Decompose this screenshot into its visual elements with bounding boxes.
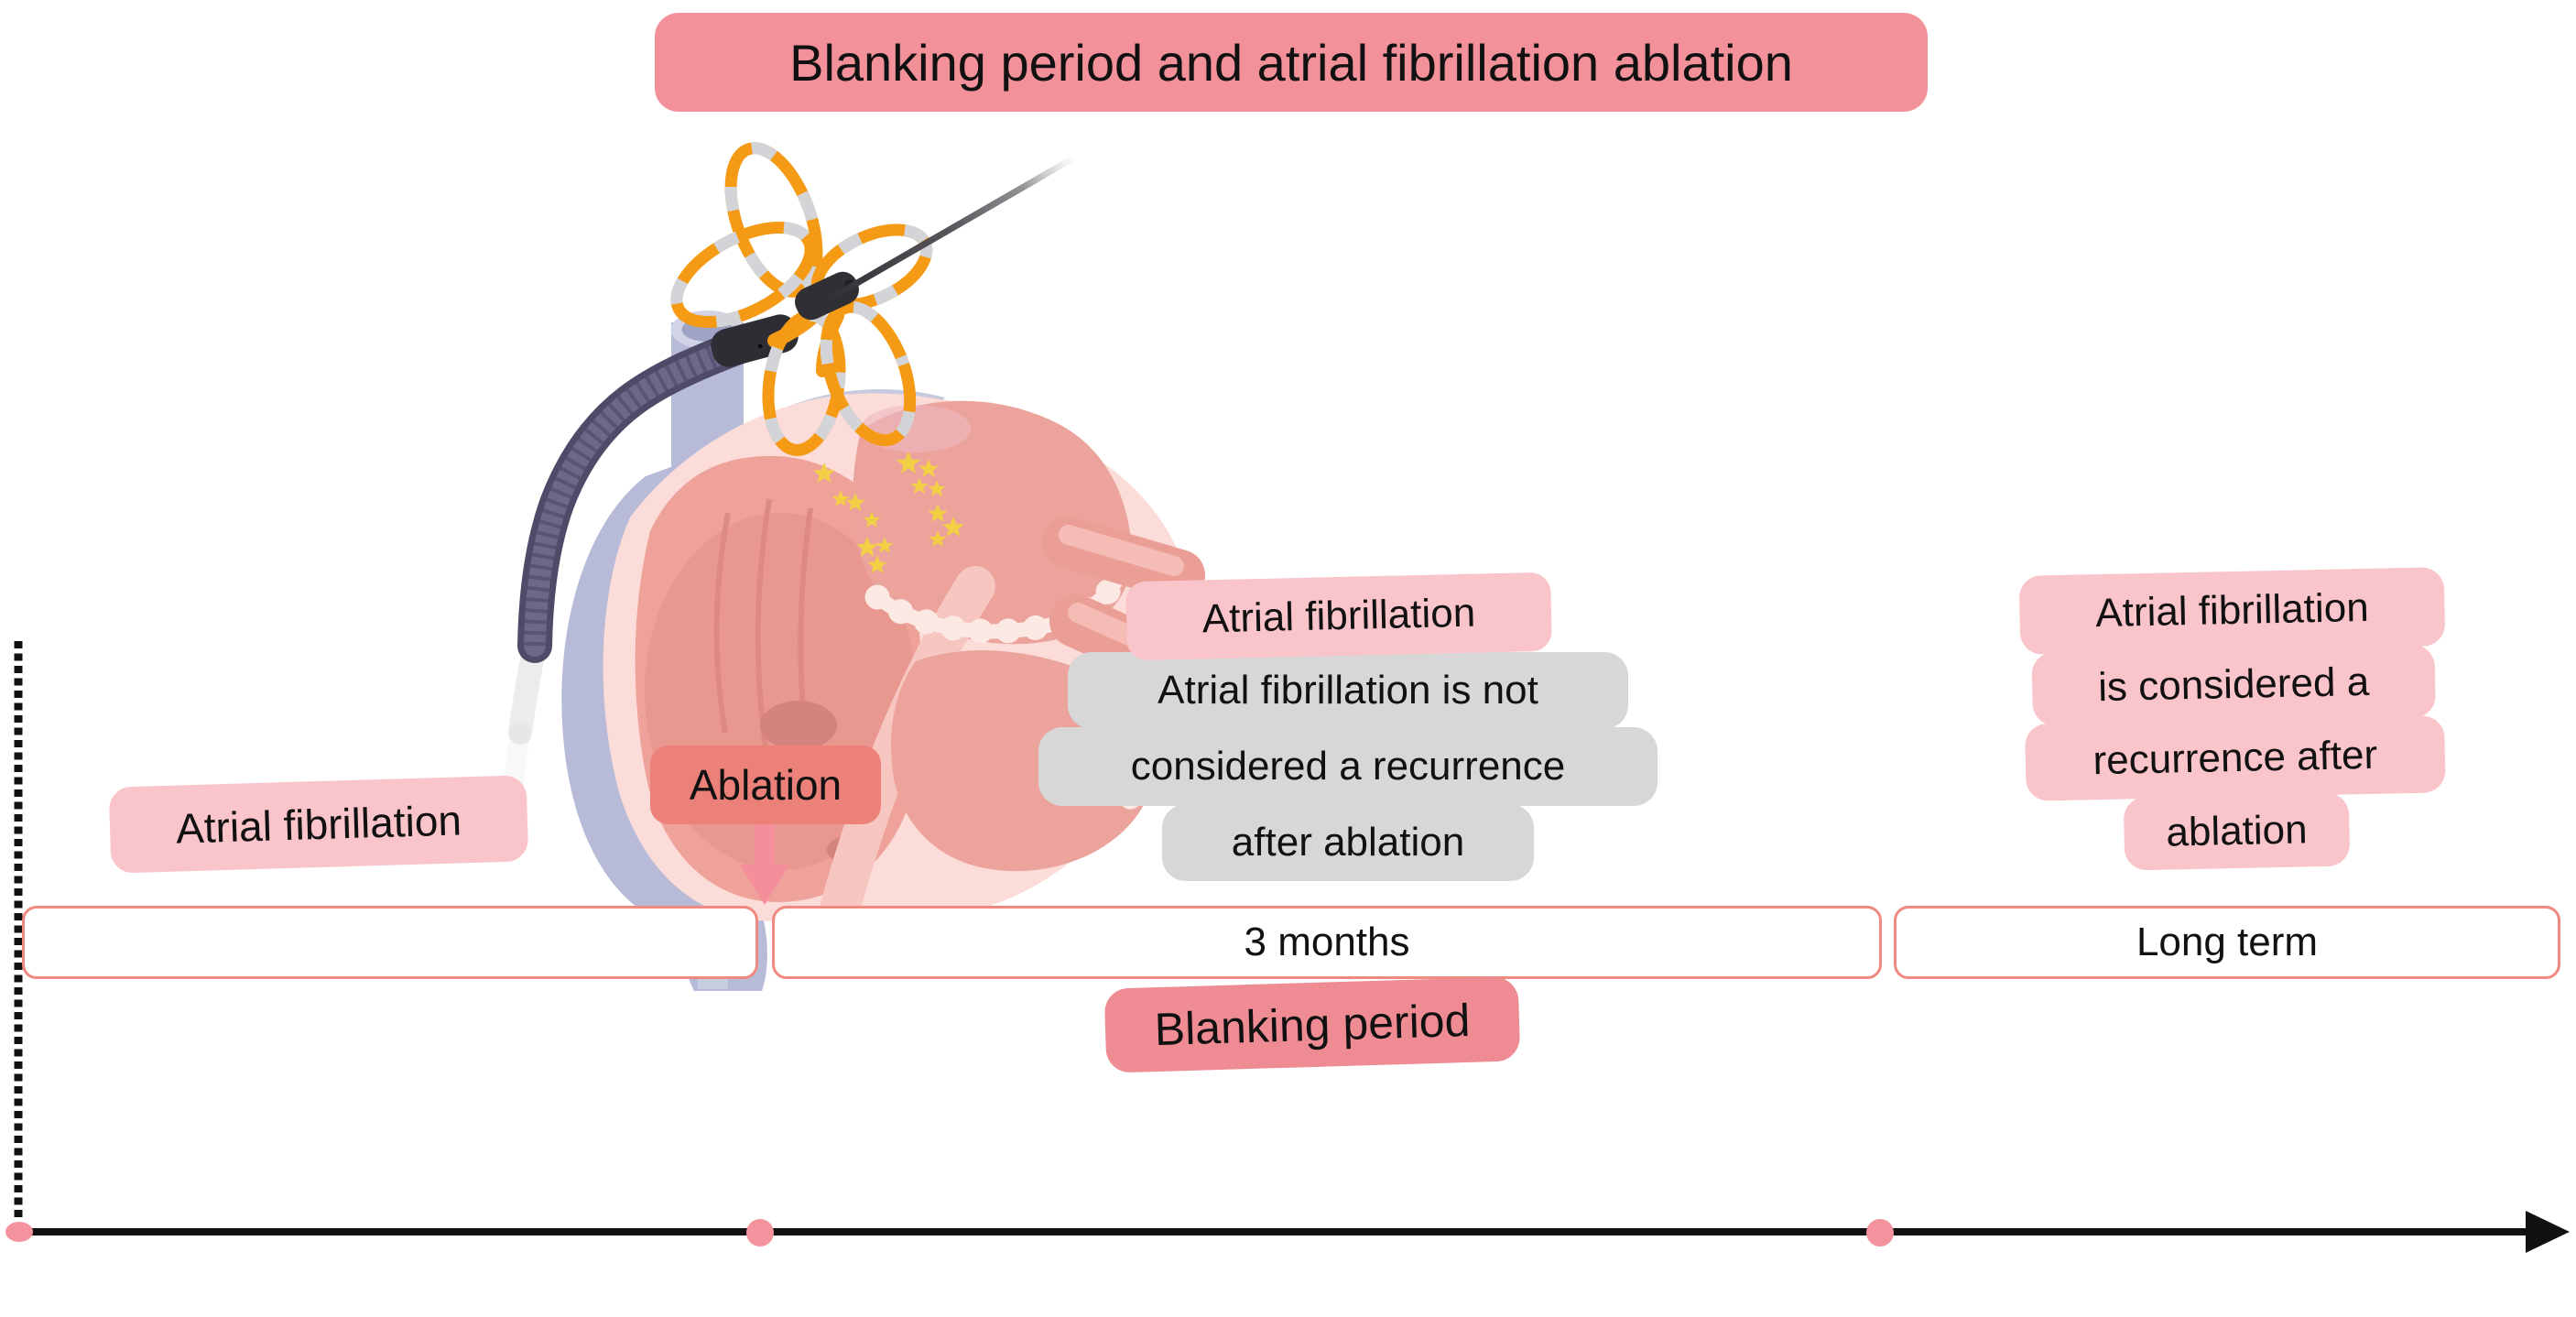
label-atrial-fibrillation-pre-text: Atrial fibrillation	[175, 796, 462, 853]
label-blanking-period: Blanking period	[1103, 976, 1521, 1073]
timeline-segment-pre	[22, 906, 758, 979]
label-ablation-text: Ablation	[689, 761, 842, 809]
note-line: is considered a	[2031, 644, 2436, 726]
timeline-segment-long-term: Long term	[1894, 906, 2560, 979]
label-atrial-fibrillation-blanking-text: Atrial fibrillation	[1201, 590, 1476, 642]
timeline-segment-long-term-text: Long term	[2136, 920, 2319, 964]
guide-wire	[830, 153, 1080, 300]
note-line: Atrial fibrillation is not	[1068, 652, 1628, 729]
timeline-segment-blanking-text: 3 months	[1244, 920, 1410, 964]
axis-dot-start	[5, 1222, 33, 1242]
label-blanking-period-text: Blanking period	[1153, 994, 1472, 1056]
time-axis	[5, 1211, 2570, 1253]
heart-left-atrium	[818, 400, 1153, 936]
note-line: Atrial fibrillation	[2018, 567, 2446, 655]
page-title: Blanking period and atrial fibrillation …	[789, 33, 1793, 92]
note-long-term: Atrial fibrillation is considered a recu…	[2008, 567, 2462, 873]
ablation-arrow	[740, 824, 789, 905]
note-line: recurrence after	[2025, 715, 2446, 801]
axis-arrowhead-icon	[2526, 1211, 2570, 1253]
note-line: after ablation	[1162, 804, 1534, 881]
note-blanking-period: Atrial fibrillation is not considered a …	[1038, 652, 1658, 881]
label-ablation: Ablation	[650, 746, 881, 824]
title-banner: Blanking period and atrial fibrillation …	[655, 13, 1928, 112]
axis-dot-blanking-end	[1866, 1219, 1894, 1246]
note-line: ablation	[2123, 792, 2351, 871]
label-atrial-fibrillation-blanking: Atrial fibrillation	[1125, 571, 1552, 661]
axis-dot-ablation	[746, 1219, 774, 1246]
note-line: considered a recurrence	[1038, 727, 1658, 806]
timeline-segment-blanking: 3 months	[772, 906, 1882, 979]
label-atrial-fibrillation-pre: Atrial fibrillation	[108, 775, 529, 874]
